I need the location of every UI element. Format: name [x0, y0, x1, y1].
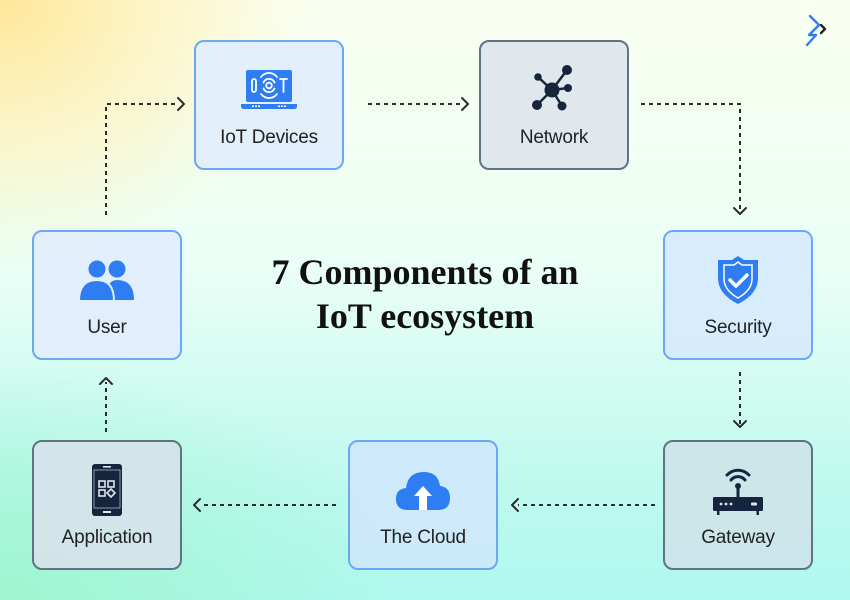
iot-laptop-icon	[238, 61, 300, 119]
wifi-router-icon	[707, 461, 769, 519]
users-icon	[76, 251, 138, 309]
arrowhead-right	[177, 97, 185, 111]
card-gateway[interactable]: Gateway	[663, 440, 813, 570]
shield-check-icon	[707, 251, 769, 309]
label-iot-devices: IoT Devices	[220, 127, 318, 148]
arrowhead-down	[733, 420, 747, 428]
brand-logo-icon	[805, 14, 827, 47]
arrowhead-right	[461, 97, 469, 111]
title-line-2: IoT ecosystem	[315, 296, 535, 336]
network-nodes-icon	[523, 61, 585, 119]
card-security[interactable]: Security	[663, 230, 813, 360]
label-security: Security	[704, 317, 772, 338]
arrow-network-to-security	[641, 103, 741, 212]
arrowhead-up	[99, 377, 113, 385]
diagram-title: 7 Components of an IoT ecosystem	[225, 250, 625, 338]
label-user: User	[87, 317, 127, 338]
card-application[interactable]: Application	[32, 440, 182, 570]
label-gateway: Gateway	[701, 527, 775, 548]
arrow-user-to-iot-devices	[105, 103, 178, 215]
smartphone-app-icon	[76, 461, 138, 519]
card-network[interactable]: Network	[479, 40, 629, 170]
label-the-cloud: The Cloud	[380, 527, 466, 548]
card-user[interactable]: User	[32, 230, 182, 360]
arrowhead-down	[733, 207, 747, 215]
card-the-cloud[interactable]: The Cloud	[348, 440, 498, 570]
label-network: Network	[519, 127, 589, 148]
arrowhead-left	[511, 498, 519, 512]
card-iot-devices[interactable]: IoT Devices	[194, 40, 344, 170]
title-line-1: 7 Components of an	[271, 252, 579, 292]
cloud-upload-icon	[392, 461, 454, 519]
label-application: Application	[61, 527, 153, 548]
arrowhead-left	[193, 498, 201, 512]
